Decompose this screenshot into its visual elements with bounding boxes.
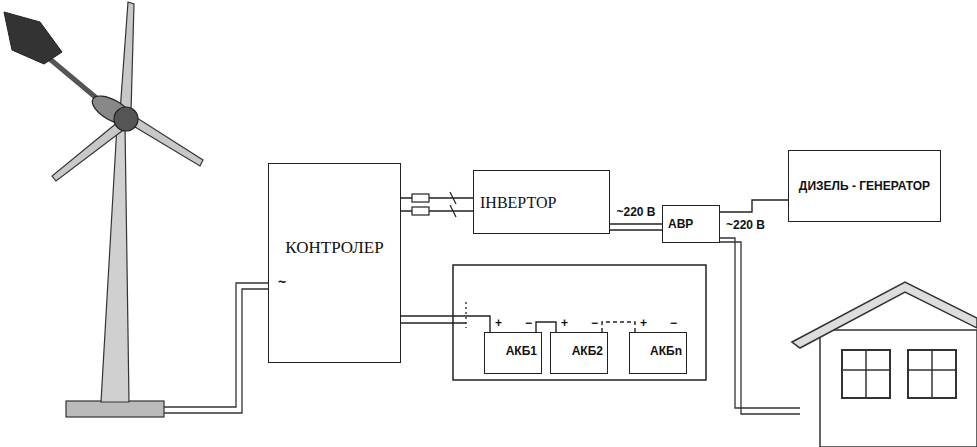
window-frame: [908, 369, 956, 371]
generator-box: ДИЗЕЛЬ - ГЕНЕРАТОР: [788, 150, 941, 222]
terminal-sign: −: [591, 317, 598, 330]
wire-connector: [536, 322, 556, 332]
cable: [720, 238, 800, 408]
inverter-box: ІНВЕРТОР: [473, 170, 610, 234]
turbine-base: [66, 401, 164, 417]
wire-connector: [602, 322, 635, 332]
node-label: АВР: [668, 217, 693, 231]
fuse-symbol: [412, 194, 429, 202]
turbine-hub: [114, 107, 138, 131]
turbine-blade: [52, 122, 126, 181]
controller-box: КОНТРОЛЕР: [268, 163, 401, 363]
node-label: АКБn: [650, 344, 682, 358]
house-roof: [792, 282, 977, 348]
terminal-sign: +: [640, 317, 647, 330]
wire-connector: [720, 200, 788, 212]
battery-box: АКБn: [629, 332, 687, 374]
wire-connector: [401, 316, 490, 332]
terminal-sign: −: [525, 317, 532, 330]
node-label: АКБ2: [572, 344, 603, 358]
turbine-blade: [120, 2, 134, 112]
terminal-sign: +: [561, 317, 568, 330]
wire: [401, 322, 466, 323]
node-label: АКБ1: [506, 344, 537, 358]
switch-symbol: [450, 192, 456, 204]
ac-symbol: ~: [278, 275, 286, 290]
cable: [164, 289, 268, 413]
fuse-symbol: [412, 207, 429, 215]
wire-connector: [610, 223, 662, 224]
wire: [465, 302, 466, 328]
switch-symbol: [450, 205, 456, 217]
voltage-label: ~220 В: [726, 219, 765, 232]
cable: [164, 283, 268, 407]
abp-box: АВР: [662, 205, 720, 243]
house-wall: [820, 330, 977, 447]
turbine-blade: [130, 116, 203, 166]
battery-box: АКБ2: [550, 332, 608, 374]
terminal-sign: −: [670, 317, 677, 330]
terminal-sign: +: [495, 317, 502, 330]
tail-vane: [4, 12, 62, 64]
turbine-tower: [101, 125, 129, 402]
node-label: ІНВЕРТОР: [480, 193, 556, 212]
node-label: ДИЗЕЛЬ - ГЕНЕРАТОР: [799, 179, 930, 193]
house-window: [842, 350, 890, 398]
wire: [610, 229, 662, 230]
voltage-label: ~220 В: [615, 206, 656, 219]
node-label: КОНТРОЛЕР: [285, 238, 383, 258]
battery-box: АКБ1: [484, 332, 542, 374]
battery-housing: [453, 265, 706, 380]
window-frame: [865, 350, 867, 398]
window-frame: [842, 369, 890, 371]
cable: [720, 242, 800, 414]
house-window: [908, 350, 956, 398]
window-frame: [931, 350, 933, 398]
